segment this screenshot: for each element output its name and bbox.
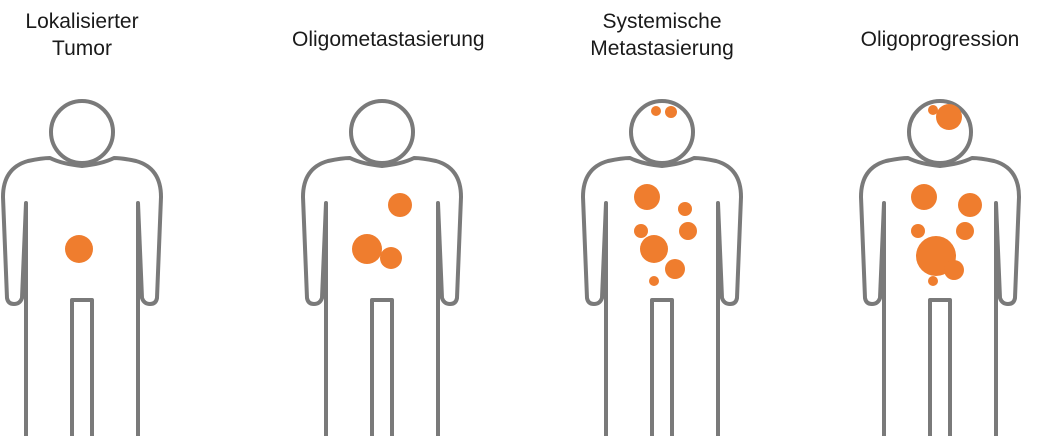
metastasis-lesion xyxy=(352,234,382,264)
body-figure xyxy=(572,0,752,436)
legs-outline xyxy=(652,300,672,436)
metastasis-lesion xyxy=(651,106,661,116)
legs-outline xyxy=(372,300,392,436)
metastasis-lesion xyxy=(634,184,660,210)
metastasis-lesion xyxy=(679,222,697,240)
body-figure xyxy=(0,0,172,436)
head-outline xyxy=(631,101,693,163)
torso-outline xyxy=(861,158,1019,436)
panel-localized-tumor: Lokalisierter Tumor xyxy=(0,0,172,436)
metastasis-lesion xyxy=(634,224,648,238)
metastasis-lesion xyxy=(649,276,659,286)
metastasis-lesion xyxy=(956,222,974,240)
metastasis-lesion xyxy=(665,259,685,279)
panel-oligoprogression: Oligoprogression xyxy=(850,0,1030,436)
panel-oligometastasis: Oligometastasierung xyxy=(292,0,472,436)
metastasis-lesion xyxy=(380,247,402,269)
body-figure xyxy=(850,0,1030,436)
metastasis-lesion xyxy=(678,202,692,216)
torso-outline xyxy=(3,158,161,436)
metastasis-lesion xyxy=(958,193,982,217)
metastasis-lesion xyxy=(388,193,412,217)
metastasis-lesion xyxy=(665,106,677,118)
metastasis-lesion xyxy=(911,184,937,210)
torso-outline xyxy=(303,158,461,436)
head-outline xyxy=(351,101,413,163)
metastasis-lesion xyxy=(911,224,925,238)
head-outline xyxy=(51,101,113,163)
legs-outline xyxy=(72,300,92,436)
metastasis-lesion xyxy=(640,235,668,263)
metastasis-lesion xyxy=(928,276,938,286)
metastasis-lesion xyxy=(944,260,964,280)
panel-systemic-metastasis: Systemische Metastasierung xyxy=(572,0,752,436)
tumor-lesion xyxy=(65,235,93,263)
legs-outline xyxy=(930,300,950,436)
torso-outline xyxy=(583,158,741,436)
metastasis-lesion xyxy=(936,104,962,130)
body-figure xyxy=(292,0,472,436)
